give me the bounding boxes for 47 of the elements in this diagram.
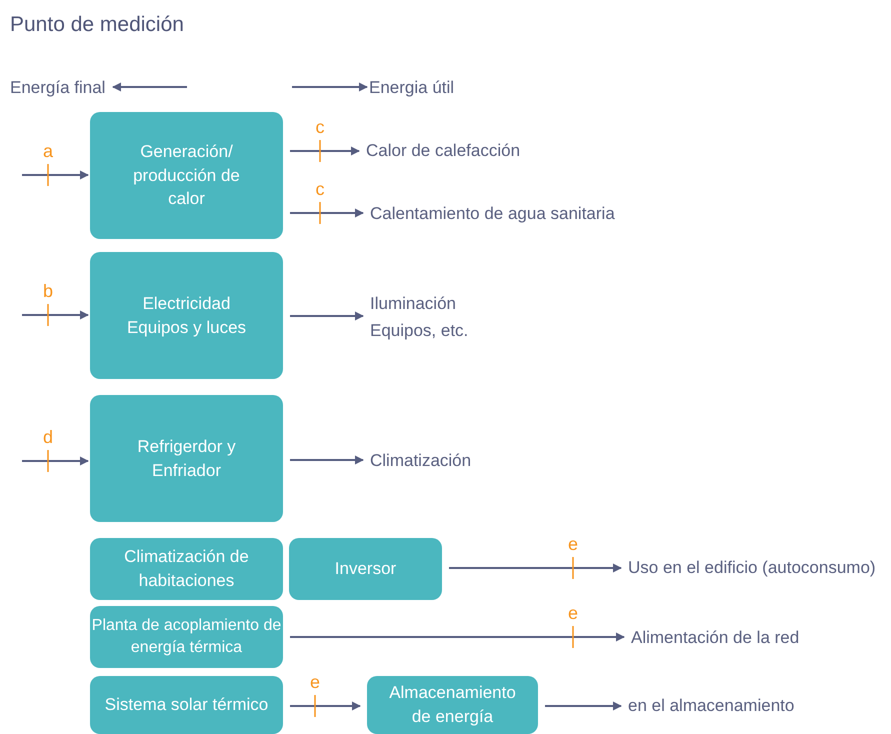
arrow [292,82,368,92]
arrow [449,564,622,572]
output-label: Climatización [370,447,472,474]
arrow [290,632,625,642]
edge-label: e [568,535,578,553]
diagram-title: Punto de medición [10,13,184,37]
arrow [290,456,364,464]
process-box [90,252,283,379]
box-label: Climatización de habitaciones [123,546,250,592]
output-label: Calor de calefacción [366,137,520,164]
arrow [545,702,622,710]
arrow [22,456,89,466]
process-box [90,606,283,668]
process-box [90,538,283,600]
edge-label: d [43,428,53,446]
process-box [90,112,283,239]
output-label: Alimentación de la red [631,624,800,652]
arrow [290,702,361,710]
box-label: Almacenamiento de energía [388,682,517,728]
edge-label: e [310,673,320,691]
output-label: en el almacenamiento [628,692,794,720]
box-label: Sistema solar térmico [104,694,268,716]
process-box [367,676,538,734]
box-label: Electricidad Equipos y luces [126,292,248,338]
arrow [290,312,364,320]
process-box [90,676,283,734]
process-box [90,395,283,522]
box-label: Refrigerdor y Enfriador [136,436,237,482]
edge-label: c [316,180,324,198]
edge-label: b [43,282,53,300]
box-label: Planta de acoplamiento de energía térmica [90,616,282,658]
box-label: Generación/ producción de calor [132,140,241,210]
process-box [289,538,442,600]
arrow [22,170,89,180]
arrow [290,146,360,156]
arrow [22,310,89,320]
output-label: Calentamiento de agua sanitaria [370,200,615,228]
edge-label: c [316,118,324,136]
output-label: Uso en el edificio (autoconsumo) [628,554,876,582]
output-label: Energia útil [369,74,454,102]
box-label: Inversor [334,558,396,580]
arrow [112,82,187,92]
output-label: Energía final [10,74,106,102]
edge-label: a [43,142,53,160]
arrow [290,208,364,218]
output-label: Iluminación Equipos, etc. [370,290,480,344]
edge-label: e [568,604,578,622]
